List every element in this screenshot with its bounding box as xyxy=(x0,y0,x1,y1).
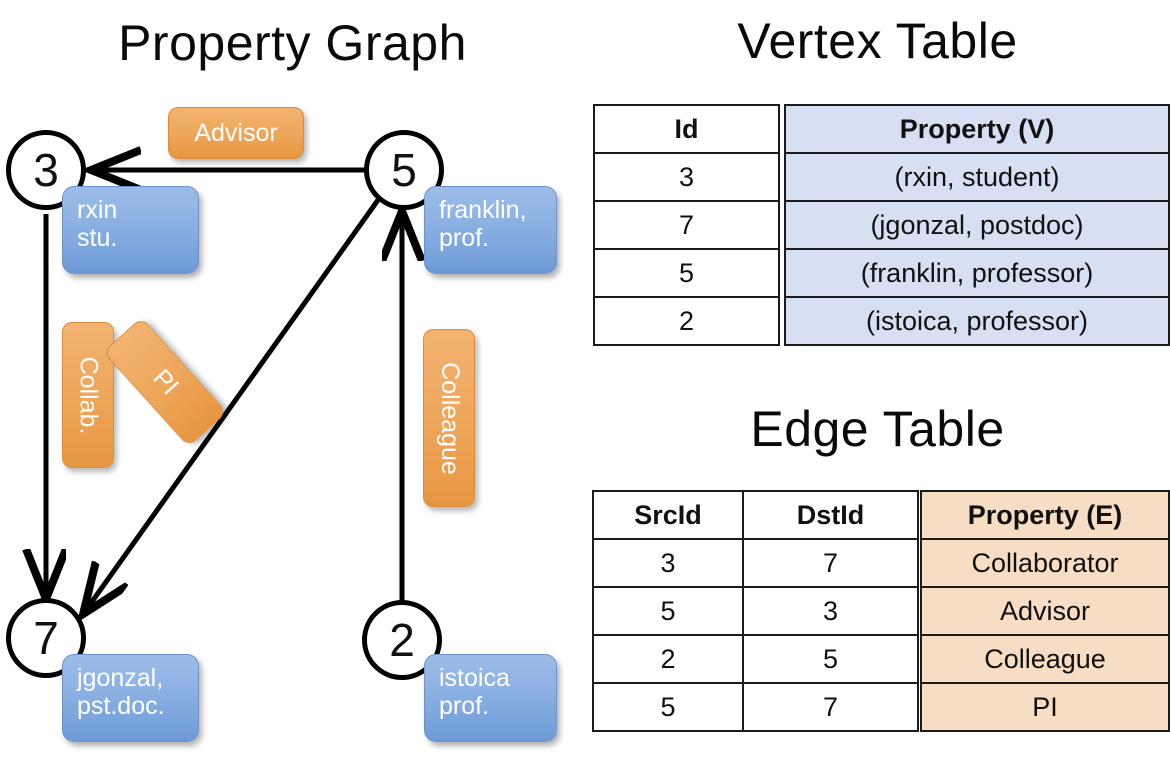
edge-callout-collab-label: Collab. xyxy=(74,356,103,434)
table-row: PI xyxy=(920,682,1170,732)
table-row: Collaborator xyxy=(920,538,1170,588)
vertex-row-1-id: 7 xyxy=(593,200,780,250)
vertex-callout-2-line2: prof. xyxy=(439,692,490,720)
page-title-property-graph: Property Graph xyxy=(118,15,467,71)
edge-table-header-srcid: SrcId xyxy=(592,490,744,540)
vertex-row-3-id: 2 xyxy=(593,296,780,346)
table-row: (franklin, professor) xyxy=(784,248,1170,298)
vertex-callout-7-line2: pst.doc. xyxy=(77,692,165,720)
table-row: 3 7 xyxy=(592,538,919,588)
vertex-callout-3-line1: rxin xyxy=(77,196,118,224)
property-graph-diagram: 3 5 7 2 rxin stu. franklin, prof. jgonza… xyxy=(0,0,585,760)
edge-callout-collab: Collab. xyxy=(62,322,114,468)
page-title-edge-table: Edge Table xyxy=(750,401,1005,457)
table-header-row: Id xyxy=(593,104,780,154)
edge-row-0-property: Collaborator xyxy=(920,538,1170,588)
table-row: 3 xyxy=(593,152,780,202)
vertex-table-id-column: Id 3 7 5 2 xyxy=(593,104,780,346)
vertex-callout-2-line1: istoica xyxy=(439,664,510,692)
edge-5-to-7-pi xyxy=(86,198,381,610)
vertex-row-2-property: (franklin, professor) xyxy=(784,248,1170,298)
edge-table-property-column: Property (E) Collaborator Advisor Collea… xyxy=(920,490,1170,732)
edge-table-header-property: Property (E) xyxy=(920,490,1170,540)
edge-row-3-src: 5 xyxy=(592,682,744,732)
edge-row-1-src: 5 xyxy=(592,586,744,636)
vertex-callout-7-line1: jgonzal, xyxy=(77,664,164,692)
vertex-callout-5-line1: franklin, xyxy=(439,196,527,224)
vertex-row-0-id: 3 xyxy=(593,152,780,202)
edge-table-header-dstid: DstId xyxy=(742,490,919,540)
table-row: 2 5 xyxy=(592,634,919,684)
table-row: 2 xyxy=(593,296,780,346)
vertex-callout-7: jgonzal, pst.doc. xyxy=(62,654,199,742)
edge-callout-colleague: Colleague xyxy=(423,329,475,507)
vertex-callout-5: franklin, prof. xyxy=(424,186,557,274)
edge-row-0-dst: 7 xyxy=(742,538,919,588)
vertex-row-0-property: (rxin, student) xyxy=(784,152,1170,202)
table-row: 5 xyxy=(593,248,780,298)
edge-row-1-property: Advisor xyxy=(920,586,1170,636)
edge-row-3-dst: 7 xyxy=(742,682,919,732)
vertex-table-header-id: Id xyxy=(593,104,780,154)
edge-callout-pi-label: PI xyxy=(147,363,184,400)
vertex-callout-5-line2: prof. xyxy=(439,224,490,252)
table-row: 5 7 xyxy=(592,682,919,732)
table-row: 7 xyxy=(593,200,780,250)
graph-node-2[interactable]: 2 xyxy=(362,600,442,680)
vertex-callout-3: rxin stu. xyxy=(62,186,199,274)
edge-row-1-dst: 3 xyxy=(742,586,919,636)
table-row: (jgonzal, postdoc) xyxy=(784,200,1170,250)
edge-callout-colleague-label: Colleague xyxy=(435,361,464,475)
edge-row-2-dst: 5 xyxy=(742,634,919,684)
edge-callout-advisor: Advisor xyxy=(168,107,304,159)
table-header-row: Property (V) xyxy=(784,104,1170,154)
graph-edges-svg xyxy=(0,0,585,760)
vertex-table-property-column: Property (V) (rxin, student) (jgonzal, p… xyxy=(784,104,1170,346)
vertex-row-2-id: 5 xyxy=(593,248,780,298)
page-title-vertex-table: Vertex Table xyxy=(737,13,1018,69)
table-row: 5 3 xyxy=(592,586,919,636)
edge-table-src-dst-columns: SrcId DstId 3 7 5 3 2 5 5 7 xyxy=(592,490,919,732)
edge-row-0-src: 3 xyxy=(592,538,744,588)
table-row: (istoica, professor) xyxy=(784,296,1170,346)
table-row: Advisor xyxy=(920,586,1170,636)
edge-row-2-src: 2 xyxy=(592,634,744,684)
vertex-row-1-property: (jgonzal, postdoc) xyxy=(784,200,1170,250)
vertex-row-3-property: (istoica, professor) xyxy=(784,296,1170,346)
table-header-row: Property (E) xyxy=(920,490,1170,540)
edge-row-3-property: PI xyxy=(920,682,1170,732)
edge-callout-advisor-label: Advisor xyxy=(194,118,278,147)
vertex-callout-2: istoica prof. xyxy=(424,654,557,742)
table-row: Colleague xyxy=(920,634,1170,684)
table-header-row: SrcId DstId xyxy=(592,490,919,540)
vertex-callout-3-line2: stu. xyxy=(77,224,118,252)
vertex-table-header-property: Property (V) xyxy=(784,104,1170,154)
table-row: (rxin, student) xyxy=(784,152,1170,202)
edge-row-2-property: Colleague xyxy=(920,634,1170,684)
